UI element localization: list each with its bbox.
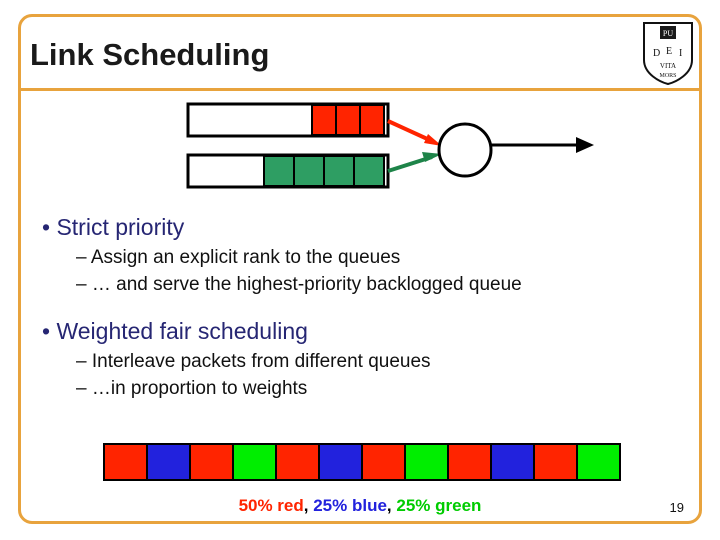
packet-cell <box>447 443 492 481</box>
spacer <box>30 298 680 316</box>
bullet-2-sub-1: – Interleave packets from different queu… <box>76 348 680 375</box>
bullet-marker: • <box>42 214 51 240</box>
packet-cell <box>318 443 363 481</box>
caption-red: 50% red <box>238 496 304 515</box>
bullet-list: • Strict priority – Assign an explicit r… <box>30 212 680 402</box>
caption-green: 25% green <box>396 496 482 515</box>
packet-cell <box>232 443 277 481</box>
slide-frame <box>18 14 702 524</box>
svg-text:PU: PU <box>663 29 673 38</box>
strip-caption: 50% red, 25% blue, 25% green <box>0 496 720 516</box>
bullet-1-text: Strict priority <box>56 214 185 240</box>
packet-cell <box>361 443 406 481</box>
bullet-2-sub-2: – …in proportion to weights <box>76 375 680 402</box>
sub-marker: – <box>76 274 87 295</box>
packet-cell <box>576 443 621 481</box>
princeton-shield-logo: PU D E I VITA MORS <box>643 22 693 86</box>
page-number: 19 <box>669 500 684 515</box>
caption-sep-1: , <box>303 496 314 515</box>
caption-blue: 25% blue <box>313 496 387 515</box>
svg-text:E: E <box>666 46 672 57</box>
sub-text: Assign an explicit rank to the queues <box>90 247 401 268</box>
packet-sequence-strip <box>103 443 621 481</box>
bullet-1-sub-2: – … and serve the highest-priority backl… <box>76 271 680 298</box>
link-scheduling-diagram <box>186 102 594 189</box>
sub-text: …in proportion to weights <box>91 378 308 399</box>
sub-marker: – <box>76 351 87 372</box>
sub-text: Interleave packets from different queues <box>91 351 431 372</box>
sub-marker: – <box>76 247 87 268</box>
packet-cell <box>146 443 191 481</box>
bullet-marker: • <box>42 318 51 344</box>
packet-cell <box>103 443 148 481</box>
title-divider <box>21 88 699 91</box>
svg-text:MORS: MORS <box>659 73 676 79</box>
packet-cell <box>189 443 234 481</box>
svg-text:I: I <box>679 48 682 59</box>
bullet-1: • Strict priority <box>42 212 680 242</box>
sub-text: … and serve the highest-priority backlog… <box>91 274 522 295</box>
svg-text:D: D <box>653 48 660 59</box>
packet-cell <box>533 443 578 481</box>
page-title: Link Scheduling <box>30 37 270 72</box>
caption-sep-2: , <box>386 496 397 515</box>
bullet-1-sub-1: – Assign an explicit rank to the queues <box>76 244 680 271</box>
packet-cell <box>404 443 449 481</box>
packet-cell <box>275 443 320 481</box>
sub-marker: – <box>76 378 87 399</box>
svg-text:VITA: VITA <box>660 62 676 70</box>
packet-cell <box>490 443 535 481</box>
bullet-2: • Weighted fair scheduling <box>42 316 680 346</box>
bullet-2-text: Weighted fair scheduling <box>56 318 308 344</box>
